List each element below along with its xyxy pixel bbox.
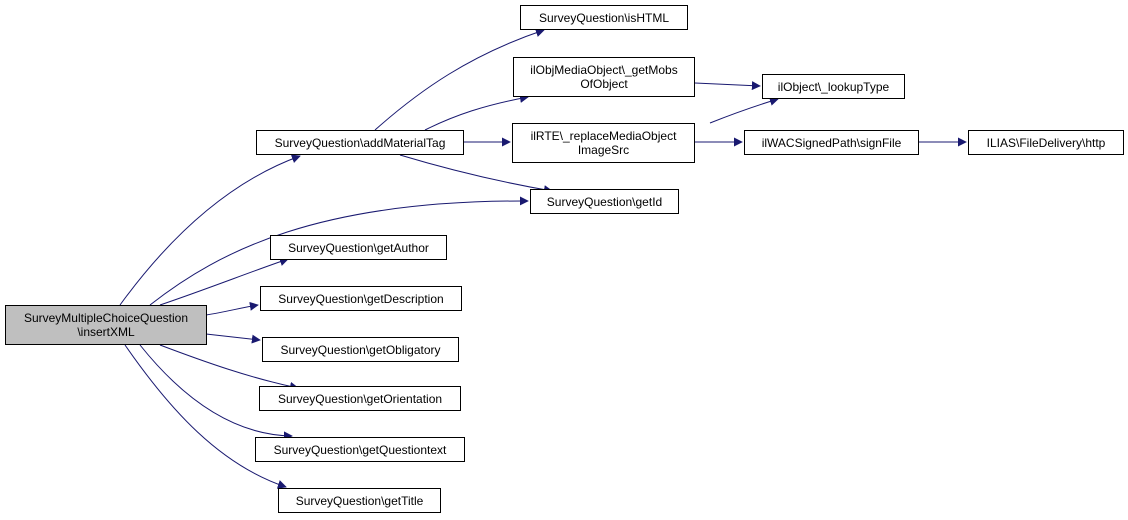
node-addmaterialtag[interactable]: SurveyQuestion\addMaterialTag: [256, 130, 464, 155]
node-gettitle[interactable]: SurveyQuestion\getTitle: [278, 488, 441, 513]
node-replacemediaobjectimagesrc[interactable]: ilRTE\_replaceMediaObject ImageSrc: [512, 123, 695, 163]
node-insertxml[interactable]: SurveyMultipleChoiceQuestion \insertXML: [5, 305, 207, 345]
edge-addmaterialtag-getmobsofobject: [424, 94, 529, 131]
node-label: SurveyQuestion\getQuestiontext: [273, 442, 447, 457]
edge-insertxml-addmaterialtag: [119, 154, 301, 306]
node-label: \insertXML: [77, 325, 135, 339]
edge-addmaterialtag-getid: [399, 154, 553, 195]
node-getquestiontext[interactable]: SurveyQuestion\getQuestiontext: [255, 437, 465, 462]
node-label: SurveyQuestion\getId: [546, 194, 663, 209]
node-label: SurveyMultipleChoiceQuestion: [23, 311, 189, 325]
node-getdescription[interactable]: SurveyQuestion\getDescription: [260, 286, 462, 311]
node-label: SurveyQuestion\isHTML: [538, 10, 670, 25]
node-label: ilWACSignedPath\signFile: [761, 135, 902, 150]
edge-insertxml-getauthor: [159, 257, 289, 306]
node-getid[interactable]: SurveyQuestion\getId: [530, 189, 679, 214]
node-label: ilRTE\_replaceMediaObject: [530, 129, 677, 143]
edge-insertxml-gettitle: [124, 344, 287, 489]
edge-addmaterialtag-ishtml: [374, 28, 545, 131]
edge-insertxml-getorientation: [159, 344, 299, 391]
node-label: SurveyQuestion\getObligatory: [280, 342, 441, 357]
edge-insertxml-getobligatory: [205, 333, 261, 344]
node-getmobsofobject[interactable]: ilObjMediaObject\_getMobs OfObject: [513, 57, 695, 97]
node-label: SurveyQuestion\getOrientation: [277, 391, 443, 406]
node-label: SurveyQuestion\addMaterialTag: [274, 135, 446, 150]
node-http[interactable]: ILIAS\FileDelivery\http: [968, 130, 1124, 155]
node-signfile[interactable]: ilWACSignedPath\signFile: [744, 130, 919, 155]
node-label: ImageSrc: [577, 143, 630, 157]
node-label: ILIAS\FileDelivery\http: [986, 135, 1106, 150]
edge-insertxml-getquestiontext: [139, 344, 293, 441]
node-getobligatory[interactable]: SurveyQuestion\getObligatory: [262, 337, 459, 362]
node-lookuptype[interactable]: ilObject\_lookupType: [762, 74, 905, 99]
node-ishtml[interactable]: SurveyQuestion\isHTML: [520, 5, 688, 30]
edge-insertxml-getid: [149, 196, 529, 306]
node-label: SurveyQuestion\getAuthor: [288, 240, 429, 255]
node-label: ilObjMediaObject\_getMobs: [530, 63, 678, 77]
node-label: SurveyQuestion\getDescription: [278, 291, 444, 306]
node-getorientation[interactable]: SurveyQuestion\getOrientation: [259, 386, 461, 411]
node-getauthor[interactable]: SurveyQuestion\getAuthor: [270, 235, 447, 260]
edge-getmobsofobject-lookuptype: [694, 81, 761, 91]
edge-insertxml-getdescription: [205, 301, 259, 316]
edge-replacemediaobjectimagesrc-lookuptype: [709, 97, 779, 124]
node-label: ilObject\_lookupType: [777, 79, 890, 94]
node-label: OfObject: [580, 77, 628, 91]
node-label: SurveyQuestion\getTitle: [295, 493, 424, 508]
